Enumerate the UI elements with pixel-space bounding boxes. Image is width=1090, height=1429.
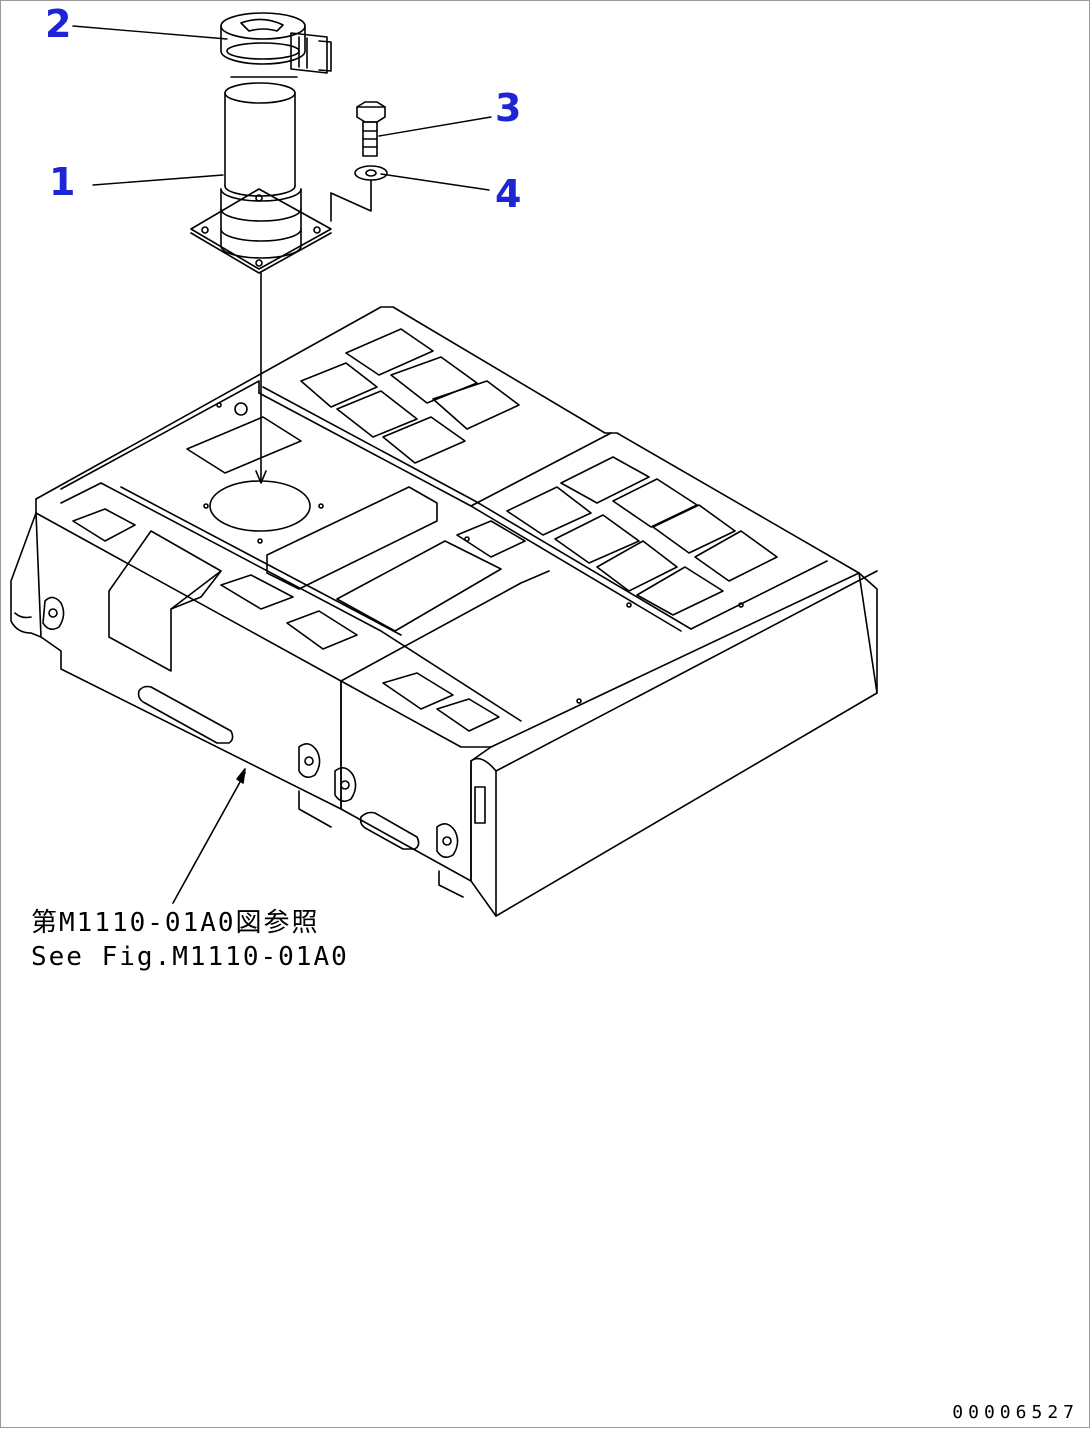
band-clamp-part <box>221 13 331 77</box>
reference-note-en: See Fig.M1110-01A0 <box>31 942 349 972</box>
washer-part <box>331 166 387 221</box>
callout-3: 3 <box>495 86 522 130</box>
filter-cylinder-part <box>191 83 331 483</box>
callout-2: 2 <box>45 2 72 46</box>
callout-1: 1 <box>49 160 76 204</box>
callout-4: 4 <box>495 172 522 216</box>
callout-leaders <box>73 26 491 190</box>
housing-body <box>11 307 877 916</box>
bolt-part <box>357 102 385 156</box>
latch-group <box>43 597 458 857</box>
reference-note-jp: 第M1110-01A0図参照 <box>31 908 320 938</box>
drawing-number: 00006527 <box>952 1402 1079 1423</box>
reference-arrow <box>173 769 245 903</box>
